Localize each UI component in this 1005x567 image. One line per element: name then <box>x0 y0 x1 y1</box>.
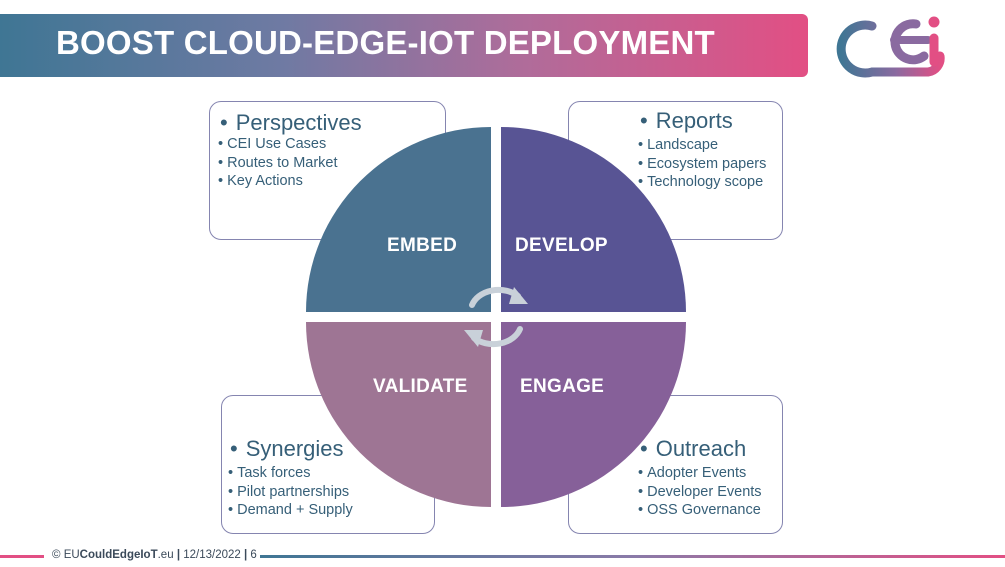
footer-gradient-line <box>260 555 1005 558</box>
reports-list: Landscape Ecosystem papers Technology sc… <box>638 136 766 192</box>
list-item: Pilot partnerships <box>228 483 353 502</box>
reports-title: •Reports <box>640 108 733 133</box>
list-item: Adopter Events <box>638 464 762 483</box>
develop-label: DEVELOP <box>515 235 608 256</box>
copyright-symbol: © <box>52 549 61 561</box>
page-number: 6 <box>250 549 257 561</box>
perspectives-title-text: Perspectives <box>235 110 362 135</box>
list-item: Demand + Supply <box>228 501 353 520</box>
outreach-title: •Outreach <box>640 436 747 461</box>
perspectives-title: •Perspectives <box>220 110 362 135</box>
list-item: Technology scope <box>638 173 766 192</box>
outreach-list: Adopter Events Developer Events OSS Gove… <box>638 464 762 520</box>
site-prefix: EU <box>63 549 80 561</box>
perspectives-list: CEI Use Cases Routes to Market Key Actio… <box>218 135 338 191</box>
list-item: OSS Governance <box>638 501 762 520</box>
list-item: Routes to Market <box>218 154 337 173</box>
list-item: Ecosystem papers <box>638 155 766 174</box>
outreach-title-text: Outreach <box>655 436 747 461</box>
synergies-title: •Synergies <box>230 436 344 461</box>
cei-logo <box>832 4 950 82</box>
site-name: CouldEdgeIoT <box>79 549 158 561</box>
list-item: CEI Use Cases <box>218 135 338 154</box>
list-item: Landscape <box>638 136 766 155</box>
site-suffix: .eu <box>157 549 174 561</box>
list-item: Developer Events <box>638 483 761 502</box>
synergies-title-text: Synergies <box>245 436 344 461</box>
list-item: Task forces <box>228 464 353 483</box>
synergies-list: Task forces Pilot partnerships Demand + … <box>228 464 353 520</box>
validate-label: VALIDATE <box>373 376 468 397</box>
reports-title-text: Reports <box>655 108 733 133</box>
engage-label: ENGAGE <box>520 376 605 397</box>
footer: © EUCouldEdgeIoT.eu | 12/13/2022 | 6 <box>52 549 257 561</box>
cycle-arrows-icon <box>469 286 523 348</box>
title-banner <box>0 14 808 77</box>
page-title: BOOST CLOUD-EDGE-IOT DEPLOYMENT <box>56 24 715 61</box>
footer-accent-line <box>0 555 44 558</box>
list-item: Key Actions <box>218 172 338 191</box>
footer-date: 12/13/2022 <box>183 549 241 561</box>
footer-site[interactable]: EUCouldEdgeIoT.eu <box>64 549 174 561</box>
embed-label: EMBED <box>387 235 458 256</box>
